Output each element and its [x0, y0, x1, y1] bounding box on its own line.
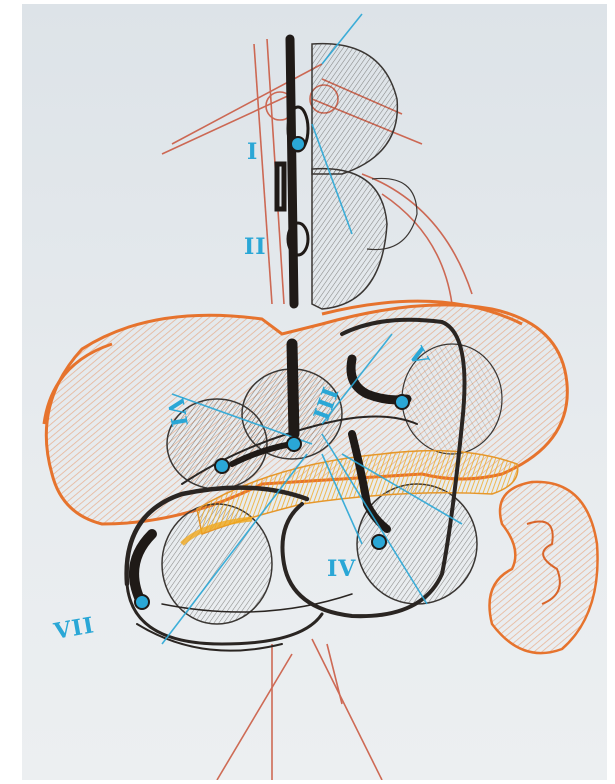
segment-label-7: VII [51, 612, 97, 645]
upper-grey-lobes [312, 44, 417, 309]
orange-kidney-shape [490, 482, 598, 653]
segment-label-6: VI [161, 396, 192, 430]
segment-label-4: IV [327, 556, 356, 582]
segment-label-2: II [244, 234, 267, 260]
anatomical-sketch: I II III IV V VI VII [22, 4, 607, 780]
segment-label-1: I [247, 139, 258, 165]
drawing-sheet: I II III IV V VI VII [22, 4, 607, 780]
